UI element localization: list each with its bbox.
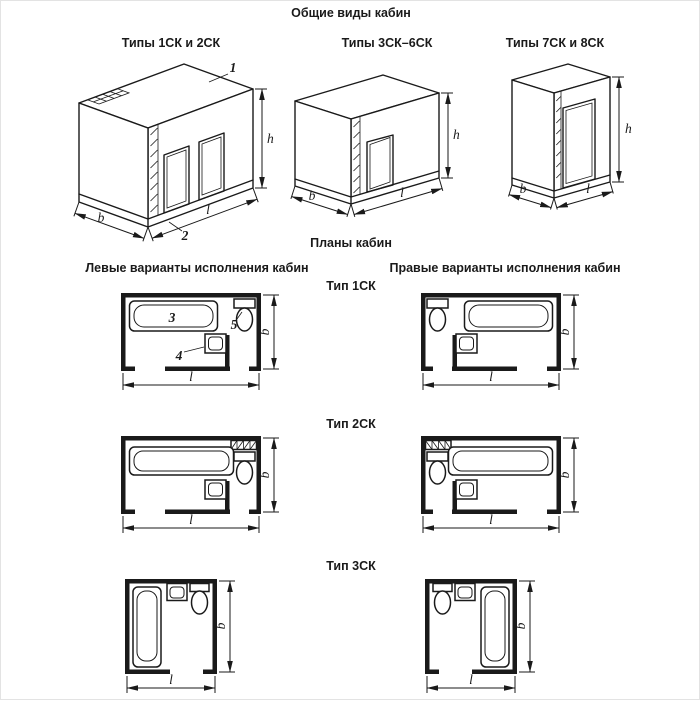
plans-title: Планы кабин xyxy=(310,236,392,250)
view3-dimensions xyxy=(508,76,624,210)
view2-dimensions xyxy=(290,92,453,218)
column-left-title: Левые варианты исполнения кабин xyxy=(85,261,308,275)
dim-label-b-plan2-right: b xyxy=(557,471,572,478)
callout5-leader xyxy=(236,311,243,320)
plan-1sk-right xyxy=(420,292,562,372)
dim-label-b-view3: b xyxy=(520,181,527,196)
callout4-leader xyxy=(183,346,205,353)
dim-label-b-view1: b xyxy=(98,210,105,225)
plan-1sk-left xyxy=(120,292,262,372)
isometric-view-2: h b l xyxy=(290,74,460,218)
wall-hatch xyxy=(353,116,361,195)
row3-type-label: Тип 3СК xyxy=(326,559,376,573)
view1-title: Типы 1СК и 2СК xyxy=(122,36,221,50)
column-right-title: Правые варианты исполнения кабин xyxy=(389,261,620,275)
view1-dimensions xyxy=(73,88,267,242)
figure-title: Общие виды кабин xyxy=(291,6,411,20)
dim-label-l-view2: l xyxy=(400,185,404,200)
dim-label-l-plan2-left: l xyxy=(189,512,193,527)
row2-type-label: Тип 2СК xyxy=(326,417,376,431)
dim-label-l-plan2-right: l xyxy=(489,512,493,527)
callout-base: 2 xyxy=(181,228,189,243)
callout-washbasin: 4 xyxy=(175,348,183,363)
dim-label-b-plan3-left: b xyxy=(213,622,228,629)
row1-type-label: Тип 1СК xyxy=(326,279,376,293)
dim-label-l-view1: l xyxy=(206,202,210,217)
plan-2sk-right xyxy=(420,435,562,515)
dim-label-b-plan3-right: b xyxy=(513,622,528,629)
dim-label-l-plan1-right: l xyxy=(489,369,493,384)
plan-2sk-left xyxy=(120,435,262,515)
dim-label-b-plan1-right: b xyxy=(557,328,572,335)
dim-label-l-view3: l xyxy=(586,181,590,196)
dim-label-h-view3: h xyxy=(625,121,632,136)
callout-bath: 3 xyxy=(168,310,176,325)
plan-3sk-left xyxy=(124,578,218,675)
wall-hatch xyxy=(556,91,562,189)
isometric-view-3: h b l xyxy=(508,63,632,210)
dim-label-b-plan1-left: b xyxy=(257,328,272,335)
callout-toilet: 5 xyxy=(231,317,238,332)
callout2-leader xyxy=(168,221,183,232)
callout-cabin: 1 xyxy=(230,60,237,75)
view2-title: Типы 3СК–6СК xyxy=(342,36,433,50)
callout1-leader xyxy=(208,73,229,83)
isometric-view-1: h b l 1 2 xyxy=(73,60,274,243)
dim-label-l-plan3-right: l xyxy=(469,672,473,687)
dim-label-l-plan1-left: l xyxy=(189,369,193,384)
dim-label-h-view1: h xyxy=(267,131,274,146)
vent-unit xyxy=(86,88,131,105)
view3-title: Типы 7СК и 8СК xyxy=(506,36,605,50)
dim-label-h-view2: h xyxy=(453,127,460,142)
dim-label-b-plan2-left: b xyxy=(257,471,272,478)
dim-label-b-view2: b xyxy=(309,188,316,203)
dim-label-l-plan3-left: l xyxy=(169,672,173,687)
plan-3sk-right xyxy=(424,578,518,675)
